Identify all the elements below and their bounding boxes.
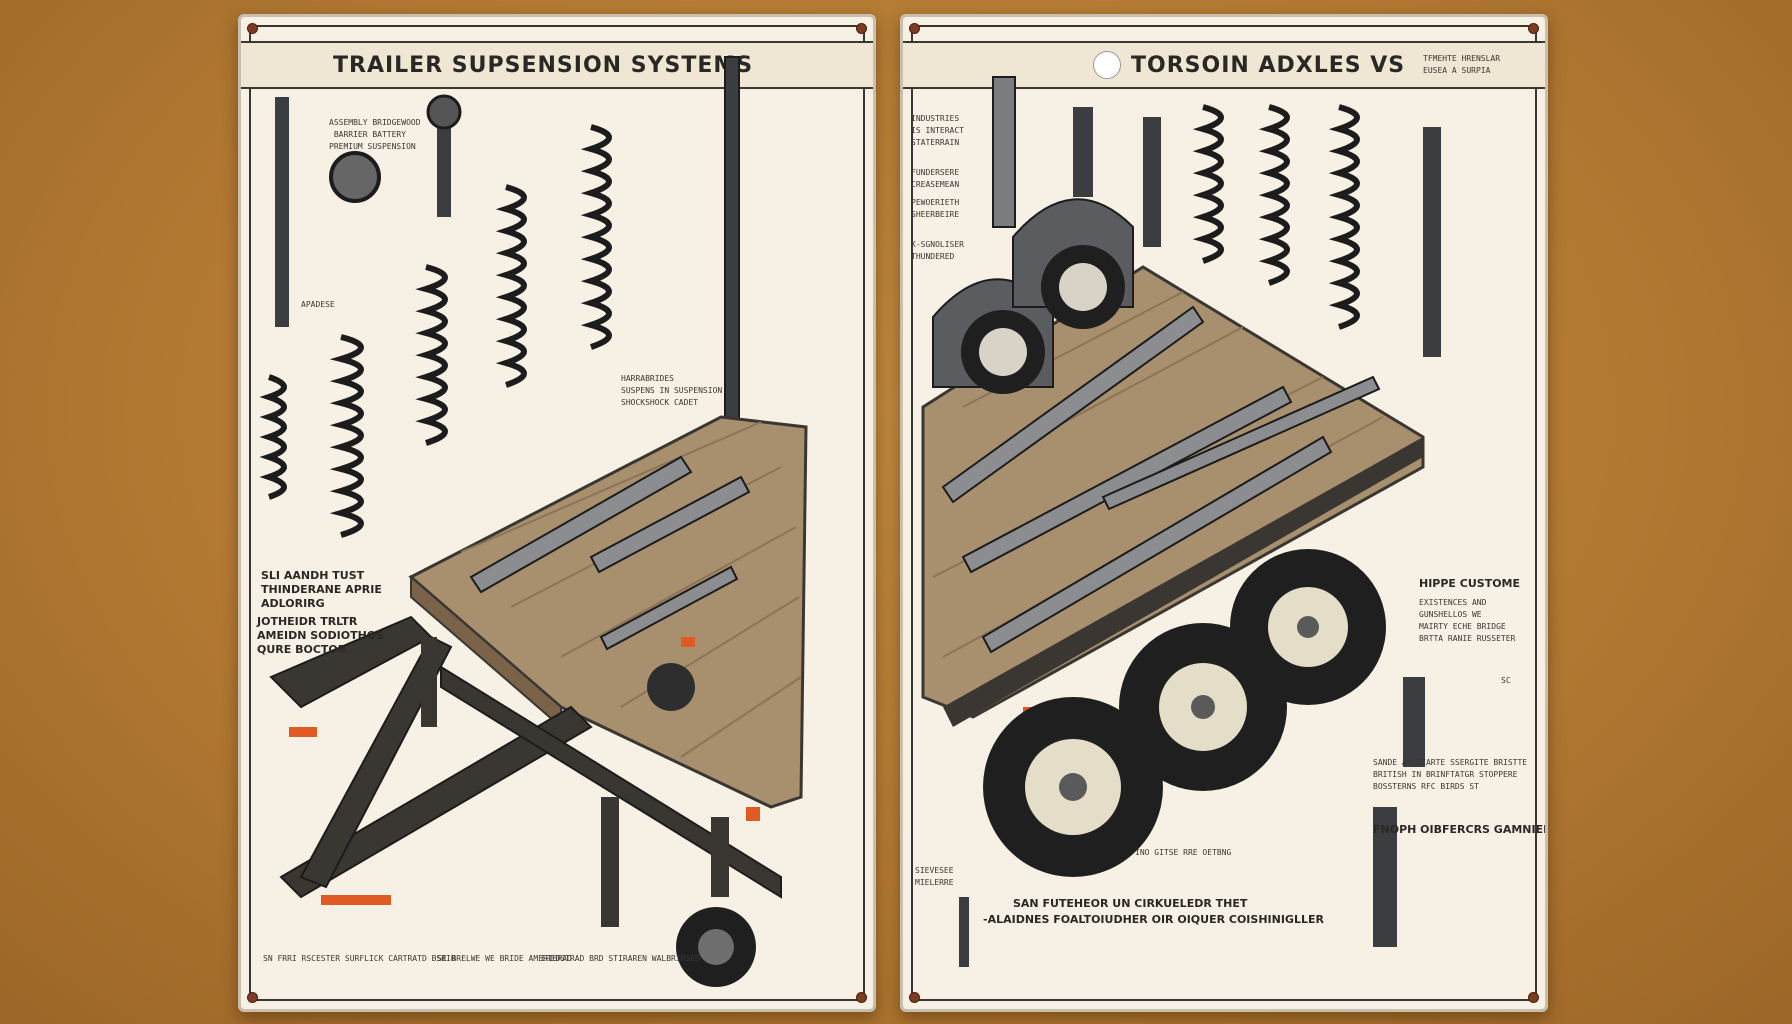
caption-right-6: HIPPE CUSTOME <box>1419 577 1521 590</box>
caption-right-5: K-SGNOLISER THUNDERED <box>911 240 964 261</box>
caption-right-4: PEWOERIETH SHEERBEIRE <box>911 198 960 219</box>
caption-right-11: INO GITSE RRE OETBNG <box>1135 848 1232 857</box>
poster-trailer-suspension: TRAILER SUPSENSION SYSTEMS <box>238 14 876 1012</box>
poster-title-right-text: TORSOIN ADXLES VS <box>1131 52 1406 78</box>
caption-left-3: SLI AANDH TUST THINDERANE APRIE ADLORIRG <box>261 569 382 610</box>
torsion-illustration-right <box>921 76 1441 967</box>
caption-right-7: EXISTENCES AND GUNSHELLOS WE MAIRTY ECHE… <box>1419 598 1516 643</box>
suspension-illustration-left <box>259 56 808 987</box>
poster-title-left: TRAILER SUPSENSION SYSTEMS <box>241 41 873 89</box>
caption-left-2: APADESE <box>301 300 335 309</box>
poster-torsion-axles: TORSOIN ADXLES VS <box>900 14 1548 1012</box>
caption-right-10: FNOPH OIBFERCRS GAMNIELTH <box>1373 823 1548 836</box>
caption-left-5: HARRABRIDES SUSPENS IN SUSPENSION SHOCKS… <box>621 374 723 407</box>
caption-right-13: SAN FUTEHEOR UN CIRKUELEDR THET <box>1013 897 1248 910</box>
caption-left-7: SE BRELWE WE BRIDE AMERIBRAD <box>437 954 572 963</box>
caption-right-12: SIEVESEE MIELERRE <box>915 866 954 887</box>
caption-right-14: -ALAIDNES FOALTOIUDHER OIR OIQUER COISHI… <box>983 913 1324 926</box>
caption-left-8: EREDSTRAD BRD STIRAREN WALBRIRSED <box>541 954 700 963</box>
caption-right-2: INDUSTRIES IS INTERACT STATERRAIN <box>911 114 964 147</box>
caption-right-1: TFMEHTE HRENSLAR EUSEA A SURPIA <box>1423 54 1501 75</box>
caption-left-1: ASSEMBLY BRIDGEWOOD BARRIER BATTERY PREM… <box>329 118 421 151</box>
caption-right-8: SC <box>1501 676 1511 685</box>
title-circle-icon <box>1093 51 1121 79</box>
caption-right-3: FUNDERSERE CREASEMEAN <box>911 168 960 189</box>
caption-right-9: SANDE AN SEARTE SSERGITE BRISTTE BRITISH… <box>1373 758 1528 791</box>
caption-left-4: JOTHEIDR TRLTR AMEIDN SODIOTHOS QURE BOC… <box>257 615 385 656</box>
caption-left-6: SN FRRI RSCESTER SURFLICK CARTRATD BSRIR <box>263 954 456 963</box>
